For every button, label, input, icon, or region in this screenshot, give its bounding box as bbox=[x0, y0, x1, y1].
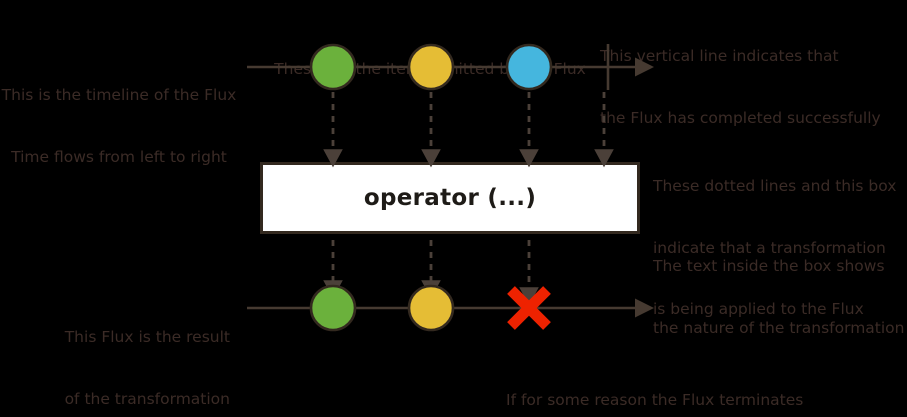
annotation-line: The text inside the box shows bbox=[653, 257, 885, 275]
annotation-line: This is the timeline of the Flux bbox=[1, 86, 237, 104]
operator-box-label: operator (...) bbox=[363, 185, 537, 211]
marble-blue-input[interactable] bbox=[505, 43, 553, 91]
annotation-error-description: If for some reason the Flux terminates a… bbox=[506, 349, 806, 417]
operator-to-output-arrows bbox=[323, 240, 539, 306]
annotation-line: the Flux has completed successfully bbox=[600, 108, 881, 127]
annotation-line: Time flows from left to right bbox=[11, 147, 227, 166]
annotation-line: This Flux is the result bbox=[64, 328, 230, 346]
error-cross[interactable] bbox=[507, 286, 551, 330]
annotation-line: of the transformation bbox=[64, 389, 230, 408]
annotation-line: the nature of the transformation bbox=[653, 318, 905, 337]
annotation-line: These dotted lines and this box bbox=[653, 177, 897, 195]
marble-green-output[interactable] bbox=[309, 284, 357, 332]
error-cross-stroke-b bbox=[507, 286, 551, 330]
annotation-line: If for some reason the Flux terminates bbox=[506, 391, 804, 409]
annotation-result-description: This Flux is the result of the transform… bbox=[20, 286, 230, 417]
annotation-transformation-description: These dotted lines and this box indicate… bbox=[653, 135, 907, 361]
marble-yellow-output[interactable] bbox=[407, 284, 455, 332]
input-flux-timeline bbox=[247, 43, 654, 91]
annotation-box-text-description: The text inside the box shows the nature… bbox=[653, 215, 907, 379]
marble-yellow-input[interactable] bbox=[407, 43, 455, 91]
marble-green-input[interactable] bbox=[309, 43, 357, 91]
output-flux-timeline bbox=[247, 284, 654, 332]
input-to-operator-arrows bbox=[323, 92, 614, 168]
operator-box[interactable]: operator (...) bbox=[260, 162, 640, 234]
annotation-timeline-description: This is the timeline of the Flux Time fl… bbox=[0, 44, 238, 208]
annotation-line: indicate that a transformation bbox=[653, 238, 886, 257]
annotation-line: is being applied to the Flux bbox=[653, 300, 864, 318]
